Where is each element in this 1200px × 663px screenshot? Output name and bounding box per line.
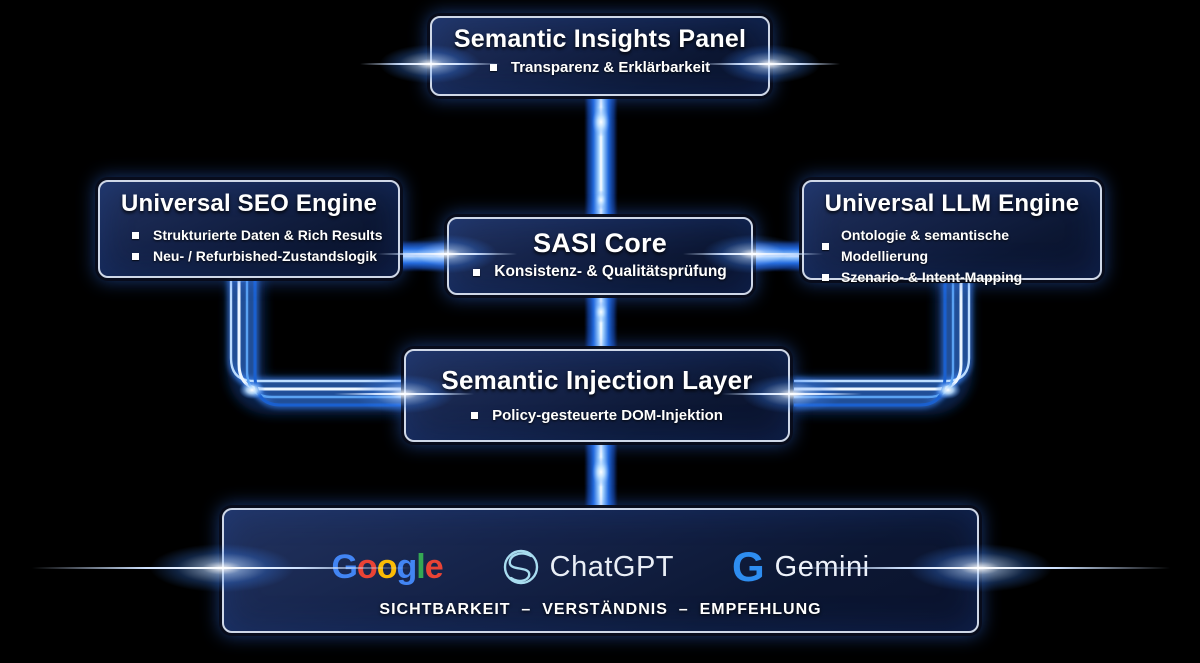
node-title: Universal LLM Engine (824, 190, 1080, 217)
bullet-row: Szenario- & Intent-Mapping (822, 267, 1100, 288)
chatgpt-ring-icon (503, 549, 538, 585)
google-letter: e (424, 547, 444, 586)
bullet-text: Policy-gesteuerte DOM-Injektion (492, 407, 723, 424)
node-semantic-insights-panel: Semantic Insights Panel Transparenz & Er… (430, 16, 770, 96)
bullet-row: Strukturierte Daten & Rich Results (132, 225, 398, 246)
node-title: Semantic Insights Panel (453, 25, 747, 53)
google-letter: G (331, 547, 357, 586)
bullet-text: Konsistenz- & Qualitätsprüfung (494, 263, 727, 280)
platform-logo-row: Google ChatGPT G Gemini (224, 546, 977, 588)
node-universal-seo-engine: Universal SEO Engine Strukturierte Daten… (98, 180, 400, 278)
node-semantic-injection-layer: Semantic Injection Layer Policy-gesteuer… (404, 349, 790, 442)
bullet-square-icon (822, 274, 829, 281)
node-title: Universal SEO Engine (120, 190, 378, 217)
google-letter: g (396, 547, 417, 586)
google-letter: o (356, 547, 378, 586)
chatgpt-logo: ChatGPT (501, 547, 674, 587)
node-sasi-core: SASI Core Konsistenz- & Qualitätsprüfung (447, 217, 753, 295)
gemini-g-icon: G (732, 543, 765, 590)
bullet-text: Neu- / Refurbished-Zustandslogik (153, 248, 378, 264)
bullet-square-icon (473, 268, 481, 276)
bullet-text: Strukturierte Daten & Rich Results (153, 227, 383, 243)
bullet-row: Transparenz & Erklärbarkeit (432, 59, 768, 76)
node-universal-llm-engine: Universal LLM Engine Ontologie & semanti… (802, 180, 1102, 285)
google-letter: l (416, 547, 426, 586)
node-title: Semantic Injection Layer (441, 365, 753, 395)
bullet-square-icon (822, 242, 829, 250)
gemini-logo: G Gemini (732, 546, 870, 588)
bullet-square-icon (132, 232, 139, 239)
bullet-text: Ontologie & semantische Modellierung (841, 227, 1010, 264)
bullet-square-icon (132, 253, 139, 260)
chatgpt-label: ChatGPT (549, 550, 674, 583)
gemini-label: Gemini (774, 550, 870, 583)
bullet-row: Policy-gesteuerte DOM-Injektion (406, 407, 788, 424)
node-platforms: Google ChatGPT G Gemini SICHTBARKEIT – V… (222, 508, 979, 633)
bullet-text: Transparenz & Erklärbarkeit (510, 59, 711, 76)
bullet-row: Konsistenz- & Qualitätsprüfung (449, 263, 751, 281)
google-logo: Google (331, 547, 444, 587)
connector-sasi-to-llm (747, 240, 807, 272)
bullet-row: Ontologie & semantische Modellierung (822, 225, 1100, 267)
connector-seo-to-sasi (393, 240, 453, 272)
bullet-row: Neu- / Refurbished-Zustandslogik (132, 246, 398, 267)
bullet-list: Ontologie & semantische Modellierung Sze… (804, 225, 1100, 288)
footer-caption: SICHTBARKEIT – VERSTÄNDNIS – EMPFEHLUNG (379, 601, 822, 618)
node-title: SASI Core (533, 228, 667, 258)
google-letter: o (376, 547, 398, 586)
bullet-square-icon (489, 64, 497, 71)
bullet-text: Szenario- & Intent-Mapping (841, 269, 1023, 285)
bullet-square-icon (471, 412, 479, 419)
bullet-list: Strukturierte Daten & Rich Results Neu- … (100, 225, 398, 267)
